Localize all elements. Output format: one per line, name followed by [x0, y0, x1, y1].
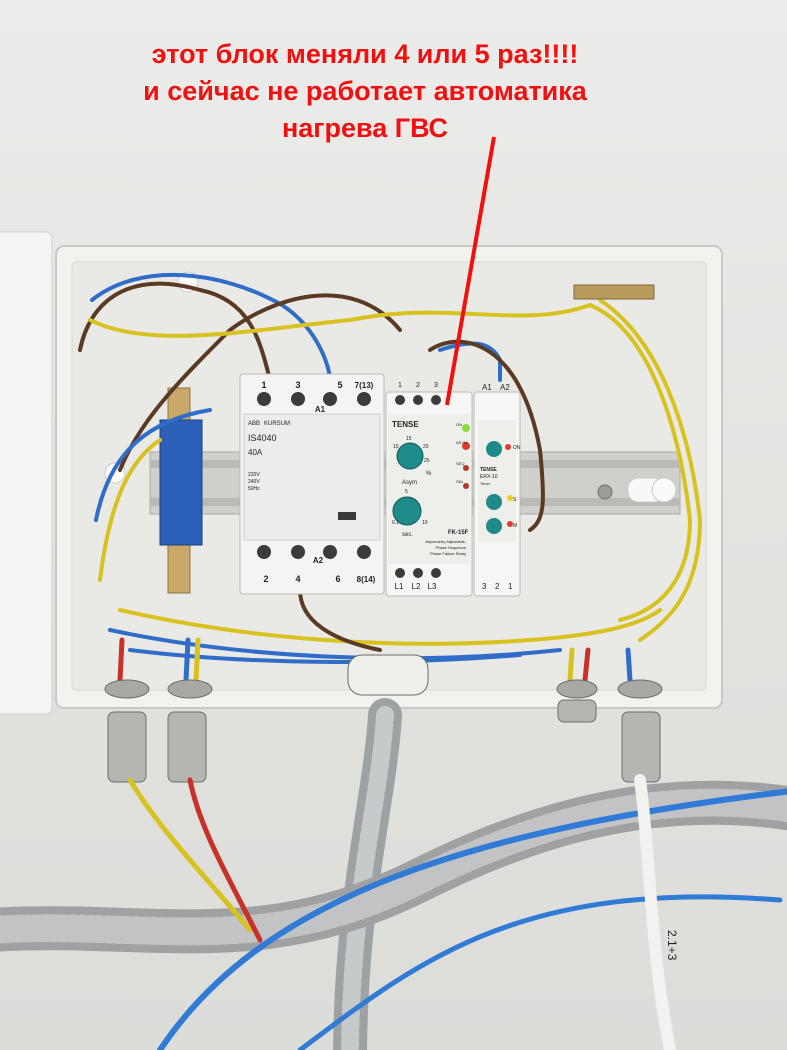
led-seq-indicator	[463, 465, 469, 471]
timer-led-on	[505, 444, 511, 450]
relay-scale-15: 15	[406, 436, 412, 442]
relay-knob1-label: Asym	[402, 480, 417, 486]
contactor-spec-1: 220V	[248, 472, 260, 478]
relay-terminal-l3: L3	[428, 582, 437, 591]
contactor-terminal-8: 8(14)	[357, 575, 376, 584]
relay-terminal-2: 2	[416, 382, 420, 389]
relay-brand: TENSE	[392, 420, 419, 429]
timer-led-label-on: ON	[513, 445, 521, 451]
phase-relay-face	[388, 414, 470, 564]
relay-top-screws	[395, 395, 441, 405]
relay-led-label-asym: ASYM	[456, 440, 467, 445]
relay-scale-25: 25	[424, 458, 430, 464]
cable-tag: 2.1+3	[665, 930, 679, 961]
contactor-screws	[257, 392, 371, 559]
contactor-terminal-1: 1	[261, 380, 266, 390]
relay-bottom-screws	[395, 568, 441, 578]
contactor-spec-3: 50Hz	[248, 486, 260, 492]
relay-led-label-seq: SEQ	[456, 461, 464, 466]
relay-scale-10b: 10	[422, 520, 428, 526]
relay-terminal-1: 1	[398, 382, 402, 389]
contactor-coil-a1: A1	[315, 405, 326, 414]
contactor-brand: ABB	[248, 421, 260, 427]
relay-scale-10: 10	[393, 444, 399, 450]
timer-terminal-1: 1	[508, 582, 513, 591]
din-rail-screw	[597, 484, 613, 500]
wiring	[78, 272, 703, 683]
contactor-window	[338, 512, 356, 520]
timer-model: ERX-10	[480, 474, 498, 480]
relay-knob2-label: sec.	[402, 532, 413, 538]
contactor-front-panel	[243, 413, 381, 541]
timer-led-s	[507, 495, 513, 501]
contactor-terminal-4: 4	[295, 574, 300, 584]
timer-type: Timer	[480, 481, 491, 486]
relay-model: FK-15F	[448, 530, 469, 536]
timer-brand: TENSE	[480, 467, 497, 473]
contactor-brand2: KURSUM	[264, 421, 290, 427]
standoff-cap	[651, 477, 677, 503]
timer-led-label-m: M	[513, 523, 517, 529]
led-asym-indicator	[462, 442, 470, 450]
conduits	[0, 698, 787, 1050]
relay-terminal-l1: L1	[395, 582, 404, 591]
contactor-terminal-6: 6	[335, 574, 340, 584]
relay-led-label-on: ON	[456, 422, 462, 427]
contactor-rating: 40A	[248, 448, 263, 457]
contactor-terminal-2: 2	[263, 574, 268, 584]
contactor-terminal-5: 5	[337, 380, 342, 390]
relay-terminal-3: 3	[434, 382, 438, 389]
timer-terminal-2: 2	[495, 582, 500, 591]
relay-scale-20: 20	[423, 444, 429, 450]
annotation-line-2: и сейчас не работает автоматика	[143, 76, 587, 106]
contactor-terminal-3: 3	[295, 380, 300, 390]
led-on-indicator	[462, 424, 470, 432]
annotation-arrow	[445, 136, 496, 406]
timer-knob-2[interactable]	[486, 494, 502, 510]
timer-led-m	[507, 521, 513, 527]
relay-desc-2: Phase Sequence	[436, 545, 467, 550]
contactor-coil-a2: A2	[313, 556, 324, 565]
timer-terminal-a2: A2	[500, 383, 510, 392]
asym-knob[interactable]	[396, 442, 424, 470]
neighbour-enclosure	[0, 231, 53, 715]
timer-terminal-a1: A1	[482, 383, 492, 392]
cable-glands	[104, 654, 663, 699]
terminal-bar-right	[573, 284, 655, 300]
timer-terminal-3: 3	[482, 582, 487, 591]
annotation-line-3: нагрева ГВС	[281, 113, 449, 143]
contactor-spec-2: 240V	[248, 479, 260, 485]
relay-desc-3: Phase Failure Relay	[430, 551, 466, 556]
relay-led-label-sdl: SDL	[456, 479, 465, 484]
relay-scale-5: 5	[405, 489, 408, 495]
problem-annotation: этот блок меняли 4 или 5 раз!!!! и сейча…	[40, 36, 690, 147]
timer-knob-3[interactable]	[486, 518, 502, 534]
timer-knob-1[interactable]	[486, 441, 502, 457]
annotation-line-1: этот блок меняли 4 или 5 раз!!!!	[151, 39, 579, 69]
led-sdl-indicator	[463, 483, 469, 489]
timer-led-label-s: S	[513, 497, 517, 503]
relay-scale-0-1: 0.1	[392, 520, 399, 526]
delay-knob[interactable]	[392, 496, 422, 526]
relay-terminal-l2: L2	[412, 582, 421, 591]
contactor-terminal-7: 7(13)	[355, 381, 374, 390]
connectors	[107, 699, 661, 783]
terminal-block-blue	[159, 419, 203, 546]
relay-knob1-unit: %	[426, 471, 432, 477]
contactor-model: IS4040	[248, 433, 277, 443]
relay-desc-1: Asymmetry Adjustable,	[425, 539, 466, 544]
